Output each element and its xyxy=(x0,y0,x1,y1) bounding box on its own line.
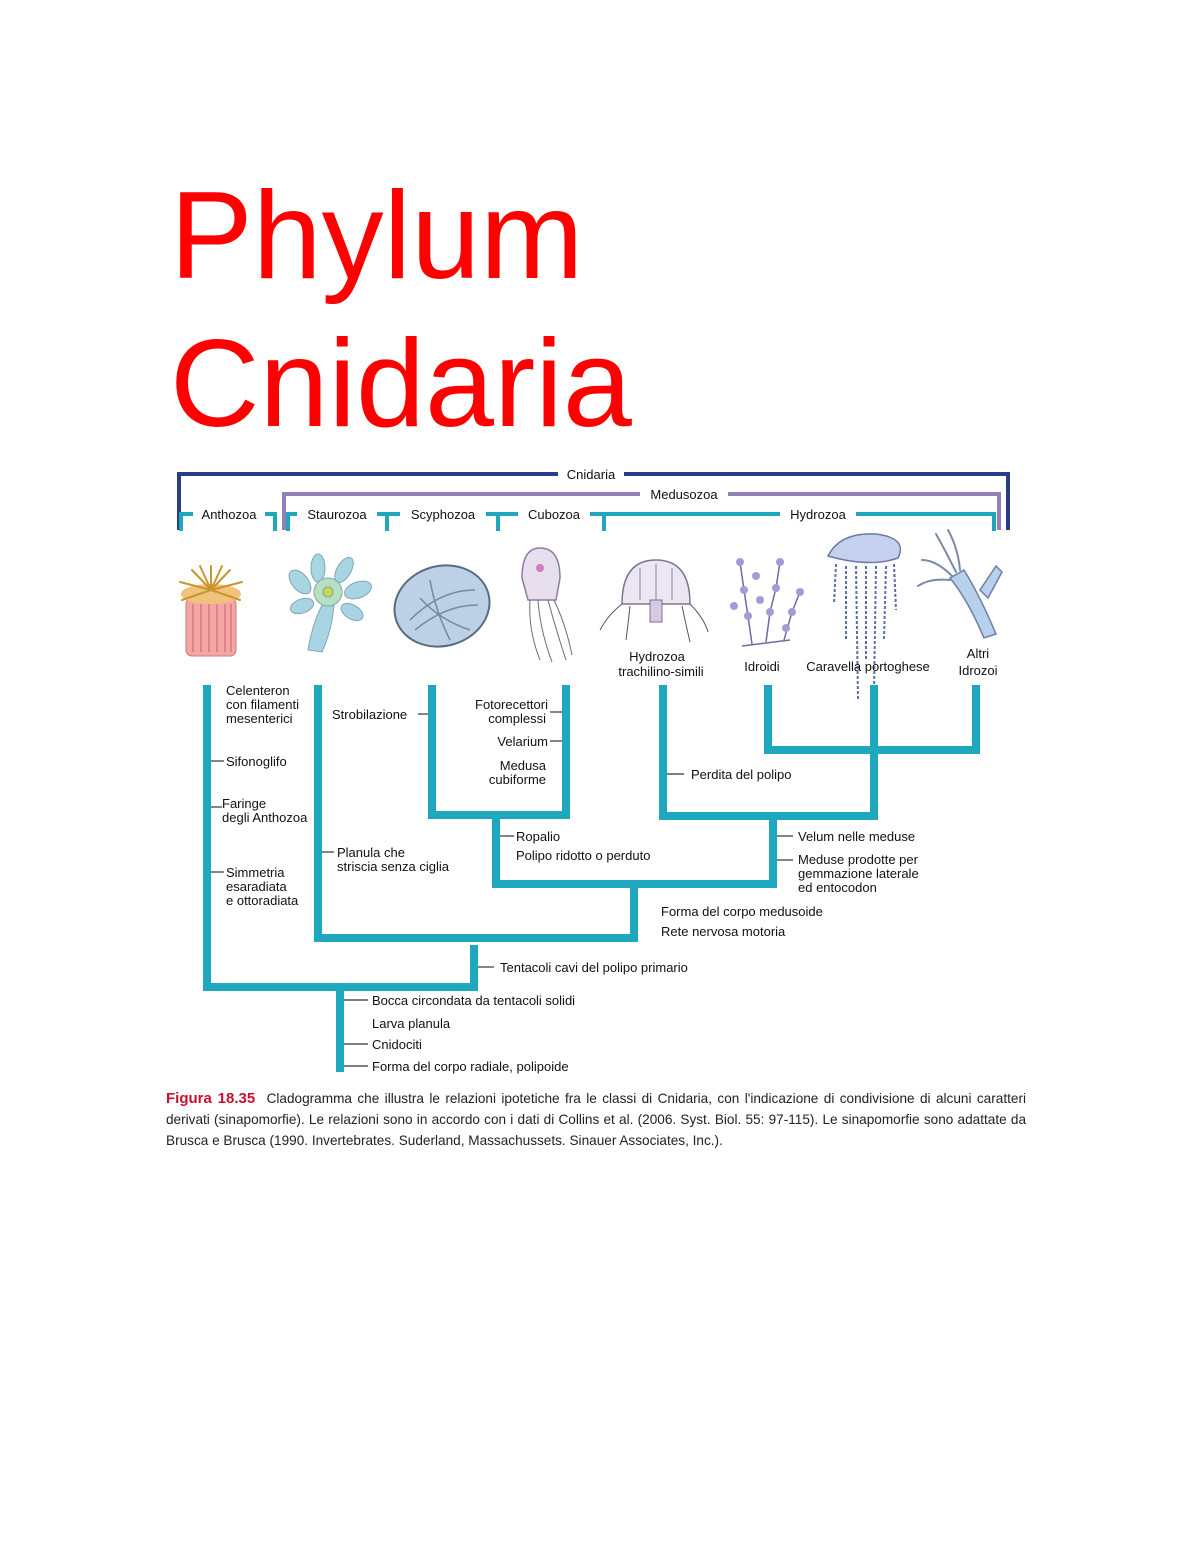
scyphozoa-label: Scyphozoa xyxy=(411,507,476,522)
cnidaria-label: Cnidaria xyxy=(567,467,616,482)
char-cubozoa-5: cubiforme xyxy=(489,772,546,787)
hydra-icon xyxy=(917,529,1003,639)
char-cubozoa-2: complessi xyxy=(488,711,546,726)
char-hydrotrach-1: Perdita del polipo xyxy=(691,767,791,782)
taxon-label-caravella: Caravella portoghese xyxy=(806,659,930,674)
medusozoa-label: Medusozoa xyxy=(650,487,718,502)
page-title-line-1: Phylum xyxy=(170,167,584,305)
character-labels: Celenteron con filamenti mesenterici Sif… xyxy=(222,683,919,1074)
char-hydrozoa-4: ed entocodon xyxy=(798,880,877,895)
char-cnidaria-4: Forma del corpo radiale, polipoide xyxy=(372,1059,569,1074)
page-title-line-2: Cnidaria xyxy=(170,315,632,453)
char-cnidaria-3: Cnidociti xyxy=(372,1037,422,1052)
char-anthozoa-9: e ottoradiata xyxy=(226,893,299,908)
cubozoa-label: Cubozoa xyxy=(528,507,581,522)
char-anthozoa-7: Simmetria xyxy=(226,865,285,880)
char-cubozoa-4: Medusa xyxy=(500,758,547,773)
char-anthozoa-4: Sifonoglifo xyxy=(226,754,287,769)
char-anthozoa-5: Faringe xyxy=(222,796,266,811)
hydromedusa-icon xyxy=(599,559,709,643)
taxon-label-idroidi: Idroidi xyxy=(744,659,780,674)
figure-caption: Figura 18.35 Cladogramma che illustra le… xyxy=(166,1088,1026,1151)
char-anthozoa-3: mesenterici xyxy=(226,711,293,726)
figure-caption-text: Cladogramma che illustra le relazioni ip… xyxy=(166,1091,1026,1148)
char-cubozoa-1: Fotorecettori xyxy=(475,697,548,712)
char-hydrozoa-1: Velum nelle meduse xyxy=(798,829,915,844)
taxon-label-hydrozoa-1: Hydrozoa xyxy=(629,649,685,664)
char-scycubo-2: Polipo ridotto o perduto xyxy=(516,848,650,863)
tree-branches xyxy=(203,685,980,1072)
char-staurozoa-2: striscia senza ciglia xyxy=(337,859,450,874)
staurozoan-icon xyxy=(288,553,372,653)
char-scycubo-1: Ropalio xyxy=(516,829,560,844)
char-hydrozoa-2: Meduse prodotte per xyxy=(798,852,919,867)
hydrozoa-label: Hydrozoa xyxy=(790,507,846,522)
char-cnidaria-1: Bocca circondata da tentacoli solidi xyxy=(372,993,575,1008)
staurozoa-label: Staurozoa xyxy=(307,507,367,522)
cnidaria-bracket: Cnidaria xyxy=(177,466,1010,530)
char-scyphozoa-1: Strobilazione xyxy=(332,707,407,722)
character-ticks xyxy=(211,711,793,1067)
char-medusozoa-1: Tentacoli cavi del polipo primario xyxy=(500,960,688,975)
taxon-label-hydrozoa-2: trachilino-simili xyxy=(618,664,703,679)
char-cubozoa-3: Velarium xyxy=(497,734,548,749)
portuguese-man-of-war-icon xyxy=(826,533,902,701)
taxon-label-altri-2: Idrozoi xyxy=(958,663,997,678)
anthozoa-label: Anthozoa xyxy=(202,507,258,522)
char-anthozoa-8: esaradiata xyxy=(226,879,287,894)
medusozoa-bracket: Medusozoa xyxy=(282,486,1001,530)
char-medinner-1: Forma del corpo medusoide xyxy=(661,904,823,919)
char-staurozoa-1: Planula che xyxy=(337,845,405,860)
char-anthozoa-6: degli Anthozoa xyxy=(222,810,308,825)
box-jellyfish-icon xyxy=(521,547,573,663)
taxon-label-altri-1: Altri xyxy=(967,646,990,661)
figure-label: Figura 18.35 xyxy=(166,1090,256,1107)
char-anthozoa-2: con filamenti xyxy=(226,697,299,712)
cladogram: Cnidaria Medusozoa Anthozoa Staurozoa Sc… xyxy=(177,466,1010,1074)
char-medinner-2: Rete nervosa motoria xyxy=(661,924,786,939)
sea-anemone-icon xyxy=(179,565,243,657)
char-cnidaria-2: Larva planula xyxy=(372,1016,451,1031)
char-anthozoa-1: Celenteron xyxy=(226,683,290,698)
char-hydrozoa-3: gemmazione laterale xyxy=(798,866,919,881)
scyphozoan-jellyfish-icon xyxy=(393,564,491,648)
hydroid-colony-icon xyxy=(730,558,804,647)
